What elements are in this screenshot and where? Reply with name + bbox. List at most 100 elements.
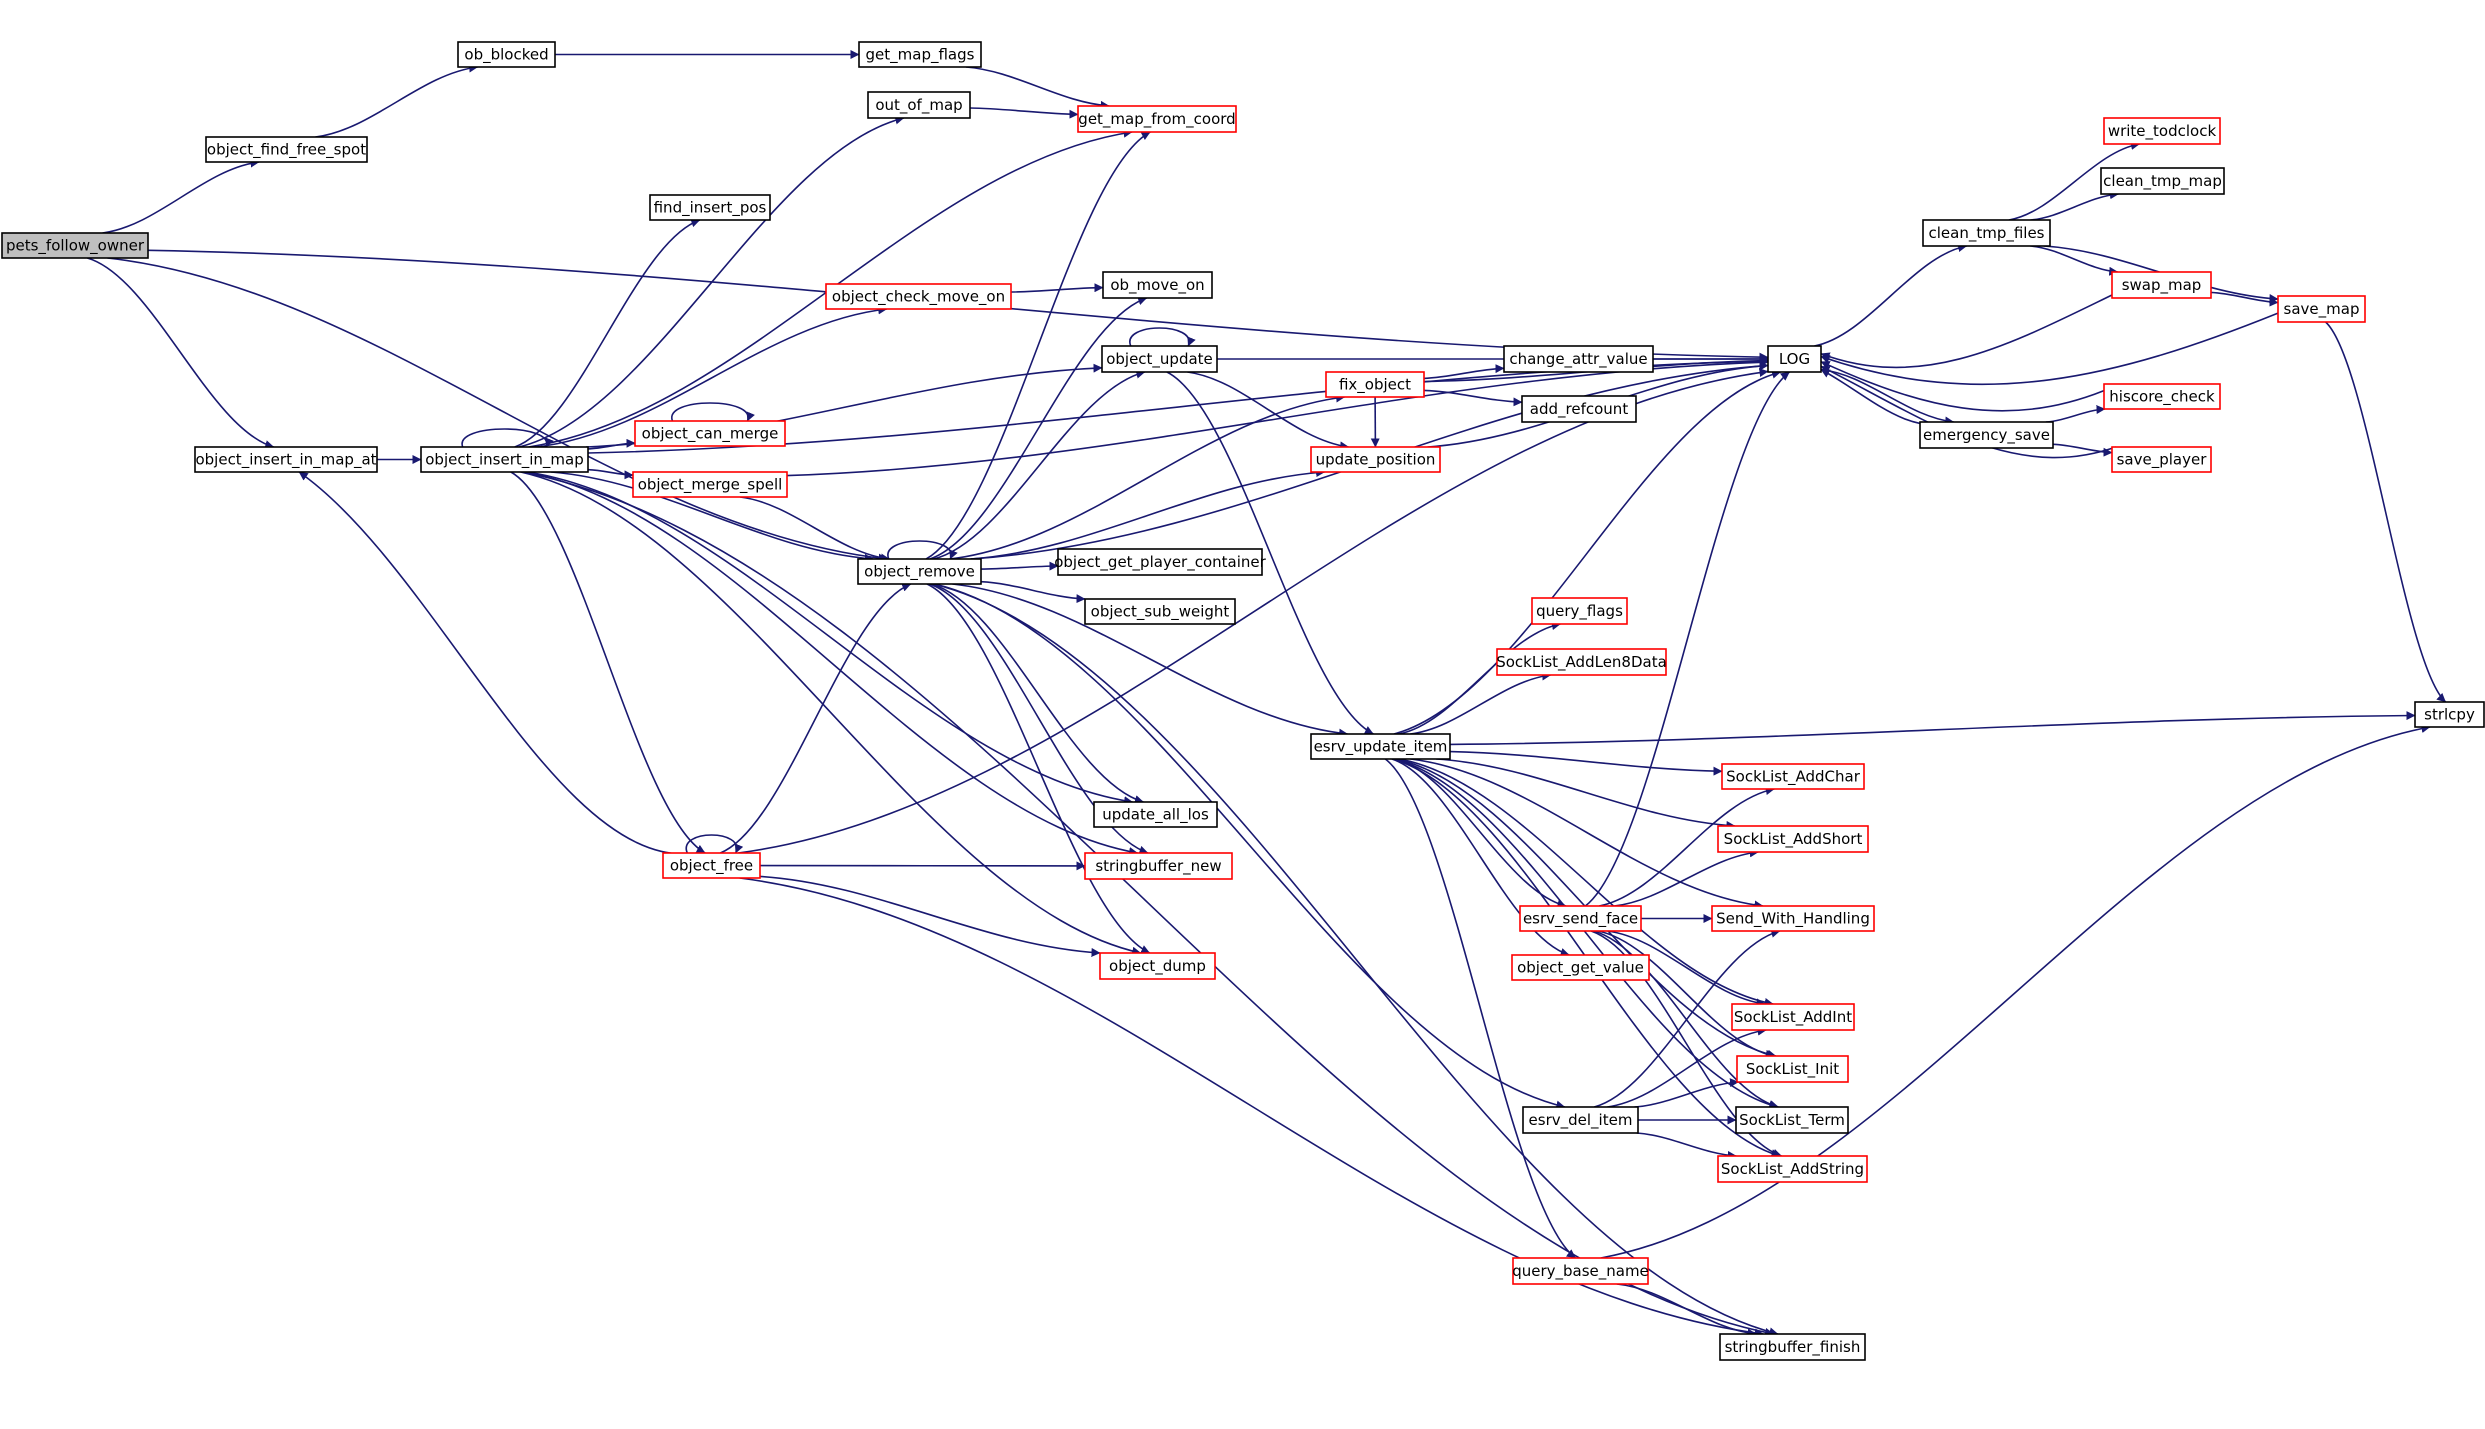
node-box[interactable]	[2111, 446, 2212, 473]
node-box[interactable]	[1, 232, 149, 259]
node-object_free[interactable]: object_free	[662, 852, 761, 879]
node-strlcpy[interactable]: strlcpy	[2414, 701, 2485, 728]
node-emergency_save[interactable]: emergency_save	[1919, 421, 2054, 449]
node-box[interactable]	[825, 283, 1012, 310]
node-box[interactable]	[1731, 1003, 1855, 1031]
node-LOG[interactable]: LOG	[1767, 345, 1822, 373]
node-box[interactable]	[867, 91, 971, 119]
node-box[interactable]	[457, 41, 556, 68]
node-box[interactable]	[1511, 954, 1650, 981]
node-box[interactable]	[1919, 421, 2054, 449]
node-box[interactable]	[1736, 1055, 1849, 1083]
node-stringbuffer_new[interactable]: stringbuffer_new	[1084, 852, 1233, 880]
node-box[interactable]	[1496, 648, 1667, 676]
node-box[interactable]	[1102, 271, 1213, 299]
node-box[interactable]	[1521, 395, 1637, 423]
node-box[interactable]	[1767, 345, 1822, 373]
node-box[interactable]	[1093, 801, 1218, 828]
node-box[interactable]	[1084, 852, 1233, 880]
node-change_attr_value[interactable]: change_attr_value	[1503, 345, 1654, 373]
node-box[interactable]	[1735, 1106, 1849, 1134]
node-box[interactable]	[1077, 105, 1237, 133]
node-clean_tmp_map[interactable]: clean_tmp_map	[2100, 167, 2225, 195]
node-object_get_value[interactable]: object_get_value	[1511, 954, 1650, 981]
node-out_of_map[interactable]: out_of_map	[867, 91, 971, 119]
node-add_refcount[interactable]: add_refcount	[1521, 395, 1637, 423]
node-ob_move_on[interactable]: ob_move_on	[1102, 271, 1213, 299]
node-SockList_AddShort[interactable]: SockList_AddShort	[1717, 825, 1869, 853]
node-box[interactable]	[1719, 1333, 1866, 1361]
node-find_insert_pos[interactable]: find_insert_pos	[649, 194, 771, 221]
node-box[interactable]	[1711, 905, 1875, 932]
node-SockList_AddString[interactable]: SockList_AddString	[1717, 1155, 1868, 1183]
node-get_map_from_coord[interactable]: get_map_from_coord	[1077, 105, 1237, 133]
node-box[interactable]	[1101, 345, 1218, 373]
node-object_sub_weight[interactable]: object_sub_weight	[1084, 598, 1236, 625]
node-esrv_send_face[interactable]: esrv_send_face	[1519, 905, 1642, 932]
node-object_update[interactable]: object_update	[1101, 345, 1218, 373]
node-object_find_free_spot[interactable]: object_find_free_spot	[205, 136, 368, 163]
node-box[interactable]	[1503, 345, 1654, 373]
node-stringbuffer_finish[interactable]: stringbuffer_finish	[1719, 1333, 1866, 1361]
node-ob_blocked[interactable]: ob_blocked	[457, 41, 556, 68]
node-box[interactable]	[1721, 763, 1865, 790]
node-box[interactable]	[1310, 446, 1441, 473]
node-update_position[interactable]: update_position	[1310, 446, 1441, 473]
node-box[interactable]	[1325, 371, 1425, 398]
node-get_map_flags[interactable]: get_map_flags	[858, 41, 982, 68]
node-Send_With_Handling[interactable]: Send_With_Handling	[1711, 905, 1875, 932]
node-object_dump[interactable]: object_dump	[1099, 952, 1216, 980]
node-SockList_Term[interactable]: SockList_Term	[1735, 1106, 1849, 1134]
node-update_all_los[interactable]: update_all_los	[1093, 801, 1218, 828]
node-box[interactable]	[1531, 597, 1628, 625]
node-esrv_update_item[interactable]: esrv_update_item	[1310, 733, 1451, 760]
node-box[interactable]	[1717, 825, 1869, 853]
node-swap_map[interactable]: swap_map	[2111, 271, 2212, 299]
node-clean_tmp_files[interactable]: clean_tmp_files	[1922, 219, 2051, 247]
node-box[interactable]	[634, 420, 786, 447]
node-box[interactable]	[857, 558, 982, 585]
node-box[interactable]	[858, 41, 982, 68]
node-write_todclock[interactable]: write_todclock	[2103, 117, 2221, 145]
node-SockList_AddChar[interactable]: SockList_AddChar	[1721, 763, 1865, 790]
node-SockList_Init[interactable]: SockList_Init	[1736, 1055, 1849, 1083]
node-hiscore_check[interactable]: hiscore_check	[2103, 383, 2221, 410]
node-box[interactable]	[2103, 117, 2221, 145]
node-fix_object[interactable]: fix_object	[1325, 371, 1425, 398]
node-object_insert_in_map_at[interactable]: object_insert_in_map_at	[194, 446, 378, 473]
node-pets_follow_owner[interactable]: pets_follow_owner	[1, 232, 149, 259]
node-SockList_AddLen8Data[interactable]: SockList_AddLen8Data	[1496, 648, 1667, 676]
node-box[interactable]	[662, 852, 761, 879]
node-box[interactable]	[1310, 733, 1451, 760]
node-box[interactable]	[2103, 383, 2221, 410]
node-box[interactable]	[1522, 1106, 1639, 1134]
node-object_can_merge[interactable]: object_can_merge	[634, 420, 786, 447]
node-esrv_del_item[interactable]: esrv_del_item	[1522, 1106, 1639, 1134]
node-box[interactable]	[632, 471, 788, 498]
node-box[interactable]	[649, 194, 771, 221]
node-box[interactable]	[1922, 219, 2051, 247]
node-query_base_name[interactable]: query_base_name	[1512, 1257, 1649, 1285]
node-box[interactable]	[2111, 271, 2212, 299]
node-box[interactable]	[1084, 598, 1236, 625]
node-object_get_player_container[interactable]: object_get_player_container	[1054, 548, 1267, 576]
node-box[interactable]	[1099, 952, 1216, 980]
node-box[interactable]	[1717, 1155, 1868, 1183]
node-save_player[interactable]: save_player	[2111, 446, 2212, 473]
node-object_remove[interactable]: object_remove	[857, 558, 982, 585]
node-query_flags[interactable]: query_flags	[1531, 597, 1628, 625]
node-SockList_AddInt[interactable]: SockList_AddInt	[1731, 1003, 1855, 1031]
node-box[interactable]	[205, 136, 368, 163]
node-box[interactable]	[420, 446, 589, 473]
node-object_merge_spell[interactable]: object_merge_spell	[632, 471, 788, 498]
node-object_insert_in_map[interactable]: object_insert_in_map	[420, 446, 589, 473]
node-box[interactable]	[2100, 167, 2225, 195]
node-box[interactable]	[1519, 905, 1642, 932]
node-box[interactable]	[194, 446, 378, 473]
node-save_map[interactable]: save_map	[2277, 295, 2366, 323]
node-box[interactable]	[1512, 1257, 1649, 1285]
node-object_check_move_on[interactable]: object_check_move_on	[825, 283, 1012, 310]
node-box[interactable]	[2414, 701, 2485, 728]
node-box[interactable]	[1057, 548, 1263, 576]
node-box[interactable]	[2277, 295, 2366, 323]
